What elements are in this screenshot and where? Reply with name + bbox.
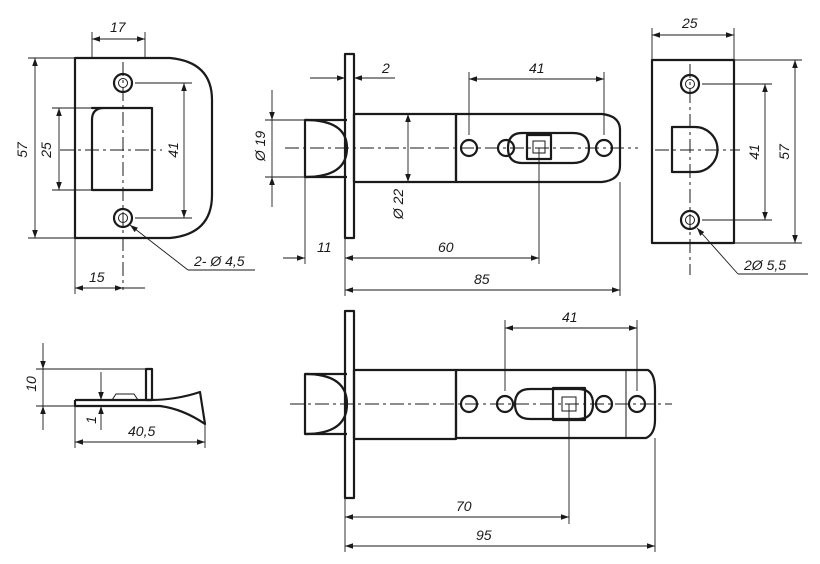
dim-strike1-height: 57 bbox=[14, 141, 30, 158]
dim-bolt-diameter: Ø 19 bbox=[252, 131, 268, 163]
dim-side-height: 10 bbox=[23, 376, 39, 392]
dim-strike1-holes: 2- Ø 4,5 bbox=[193, 253, 245, 269]
dim-length-85: 85 bbox=[474, 271, 490, 287]
latch-70-drawing bbox=[290, 309, 672, 500]
latch-60-dimensions bbox=[265, 72, 621, 296]
dim-bolt-projection: 11 bbox=[317, 239, 332, 255]
dim-strike2-height: 57 bbox=[776, 143, 792, 160]
dim-strike1-opening: 25 bbox=[38, 142, 54, 159]
strike-plate-square-dimensions bbox=[651, 28, 808, 275]
dim-plate-thickness: 2 bbox=[381, 60, 390, 76]
latch-60-drawing bbox=[285, 52, 638, 240]
dim-side-length: 40,5 bbox=[128, 423, 155, 439]
dim-strike1-offset: 15 bbox=[89, 269, 105, 285]
dim-body-diameter: Ø 22 bbox=[390, 189, 406, 221]
strike-plate-front-dimensions bbox=[28, 32, 255, 294]
strike-plate-side-dimensions bbox=[36, 343, 206, 448]
dim-strike2-holes: 2Ø 5,5 bbox=[743, 257, 786, 273]
latch-70-dimensions bbox=[344, 320, 656, 552]
dim-strike1-hole-spacing: 41 bbox=[165, 142, 181, 158]
dim-latch-width-bottom: 41 bbox=[562, 309, 578, 325]
dim-strike2-width: 25 bbox=[681, 15, 698, 31]
strike-plate-square-view bbox=[650, 58, 740, 275]
dim-strike1-width: 17 bbox=[110, 19, 127, 35]
dim-latch-width-top: 41 bbox=[529, 60, 545, 76]
strike-plate-side-view bbox=[73, 367, 207, 426]
dim-side-thickness: 1 bbox=[83, 416, 99, 424]
dim-strike2-hole-spacing: 41 bbox=[746, 144, 762, 160]
dim-backset-60: 60 bbox=[438, 239, 454, 255]
strike-plate-front-view bbox=[60, 56, 214, 290]
dim-backset-70: 70 bbox=[456, 498, 472, 514]
dim-length-95: 95 bbox=[476, 527, 492, 543]
